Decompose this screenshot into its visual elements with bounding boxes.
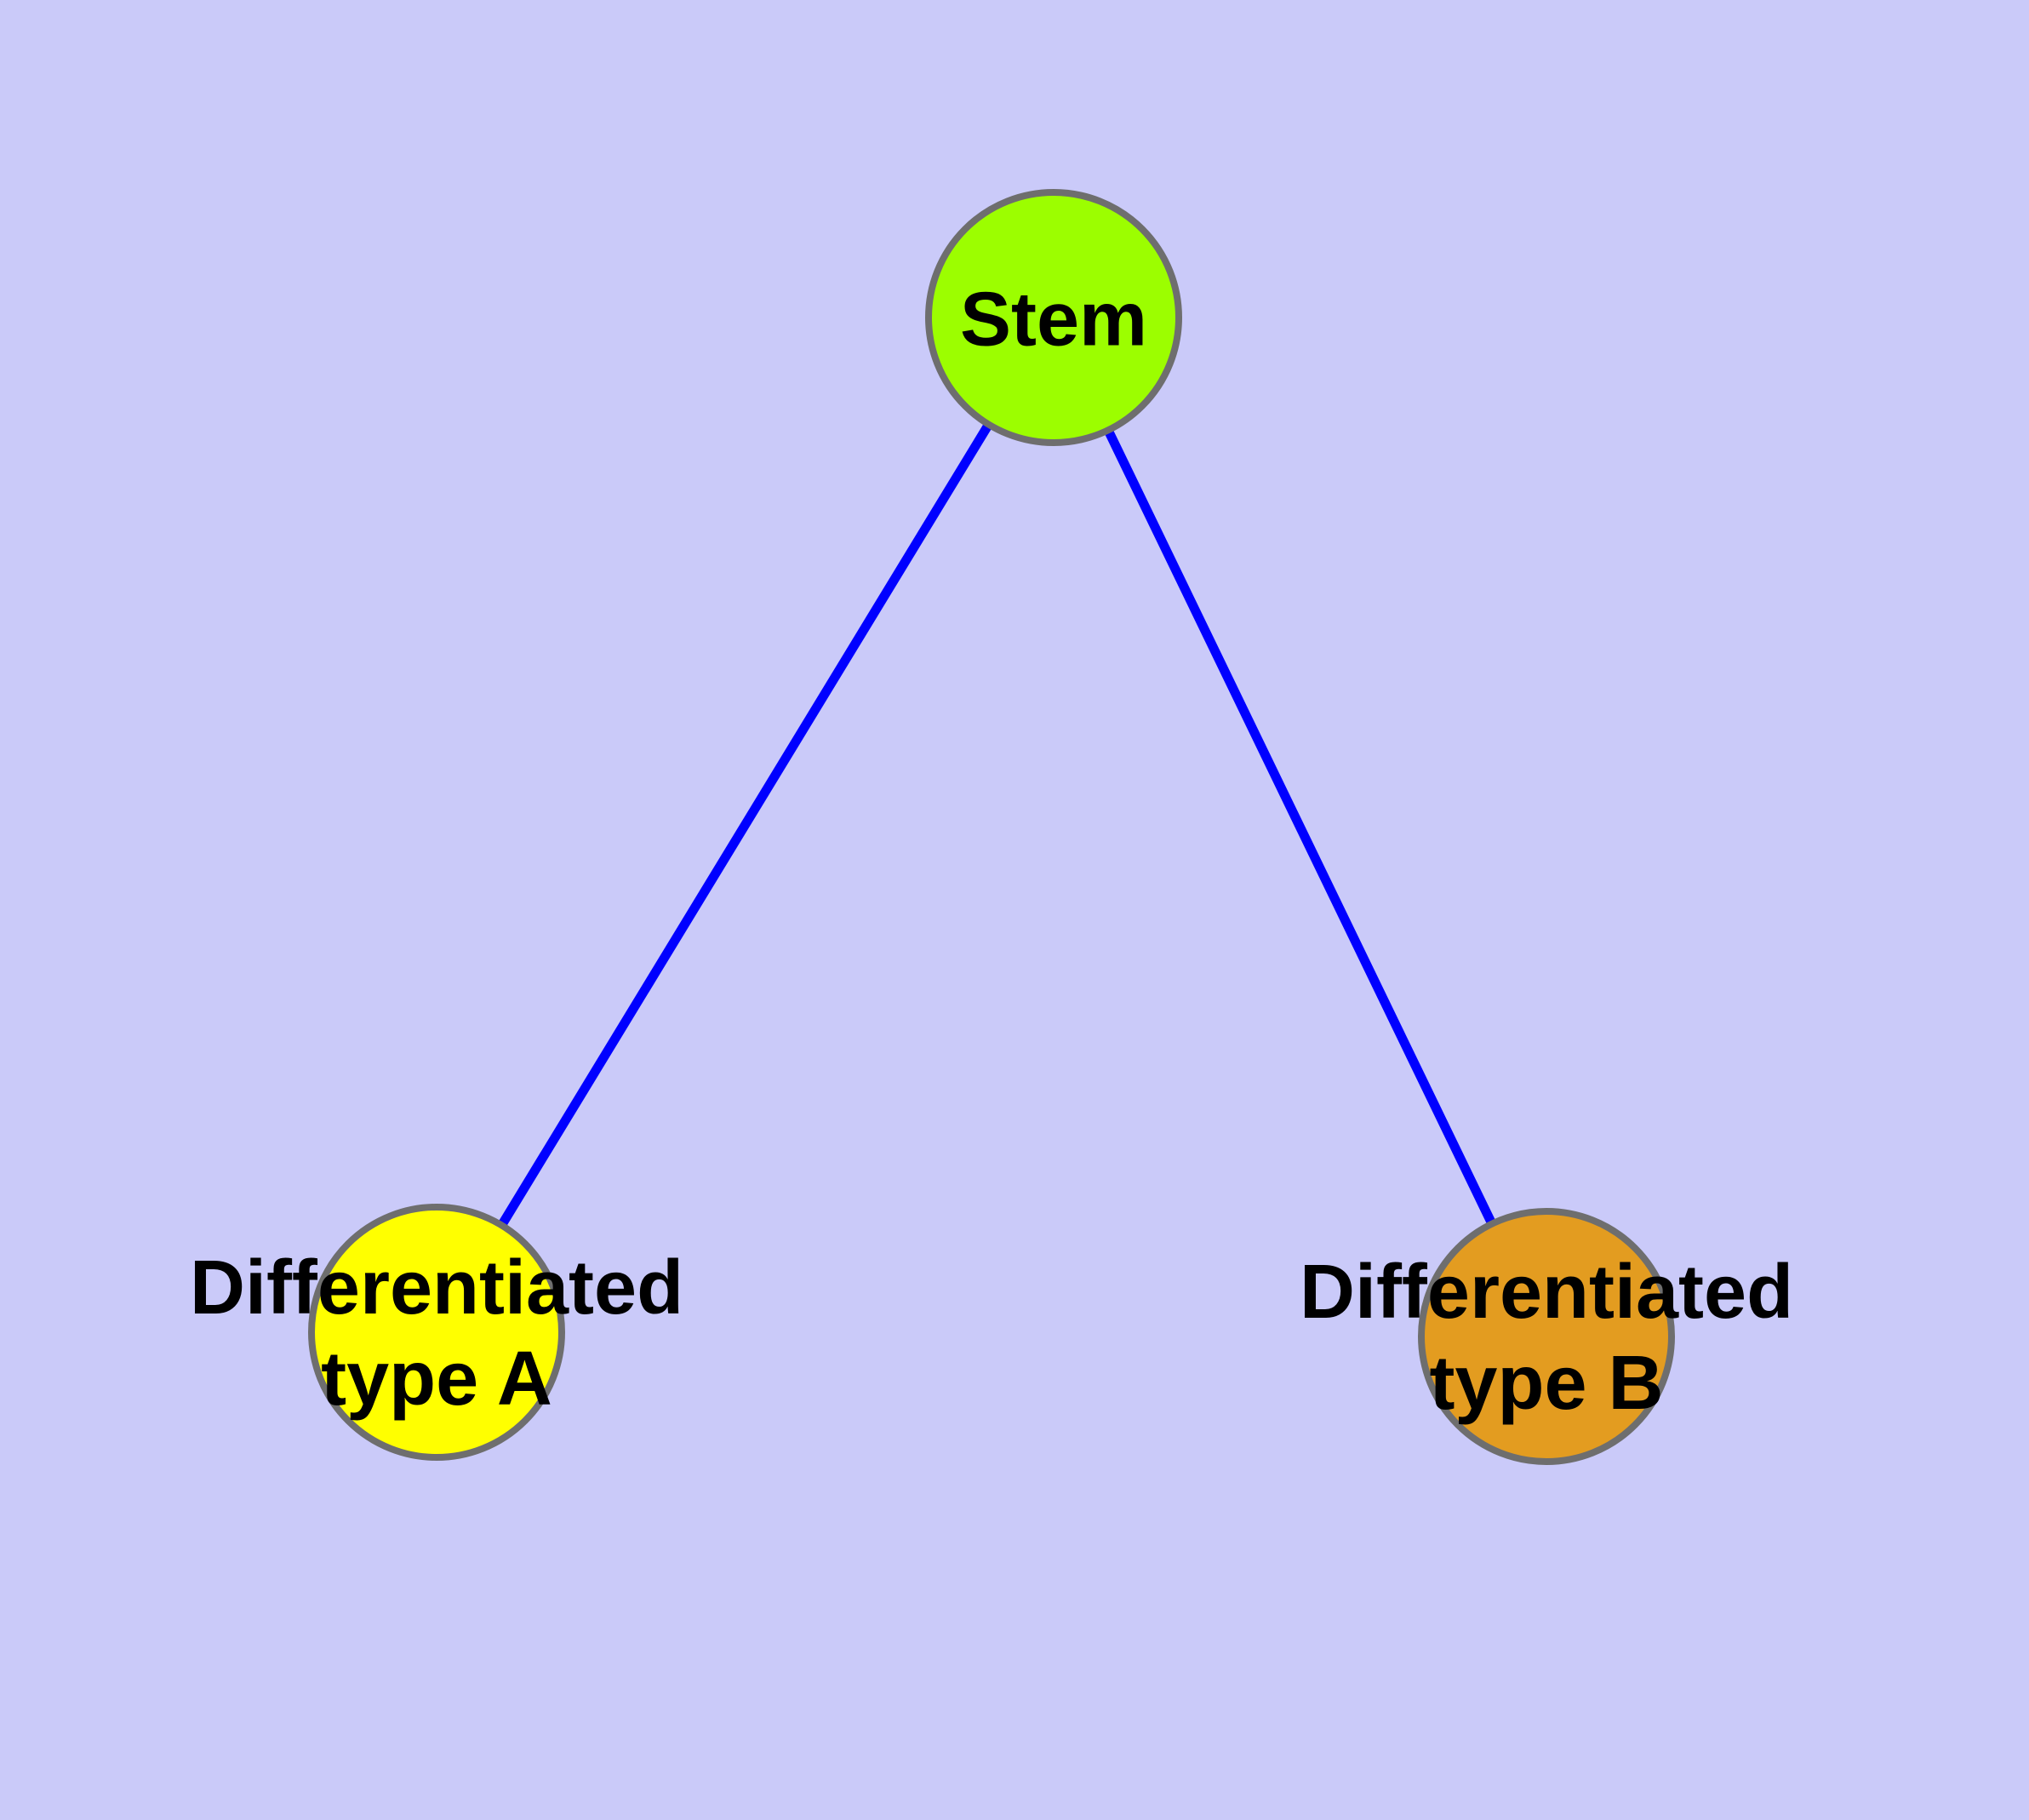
edge-stem-to-type-a — [432, 315, 1058, 1335]
node-stem-circle — [925, 189, 1182, 446]
edge-stem-to-type-b — [1049, 315, 1551, 1339]
node-type-a-label: Differentiated type A — [190, 1243, 683, 1425]
node-type-b-circle — [1418, 1208, 1675, 1465]
node-type-b-label: Differentiated type B — [1300, 1247, 1793, 1429]
node-type-a-label-line2: type A — [321, 1336, 552, 1422]
node-stem-label: Stem — [960, 275, 1147, 366]
node-type-b-label-line1: Differentiated — [1299, 1250, 1794, 1335]
node-type-b-label-line2: type B — [1429, 1341, 1664, 1426]
node-stem-label-text: Stem — [959, 277, 1148, 363]
node-type-a-label-line1: Differentiated — [189, 1245, 684, 1331]
node-type-a-circle — [308, 1204, 565, 1461]
